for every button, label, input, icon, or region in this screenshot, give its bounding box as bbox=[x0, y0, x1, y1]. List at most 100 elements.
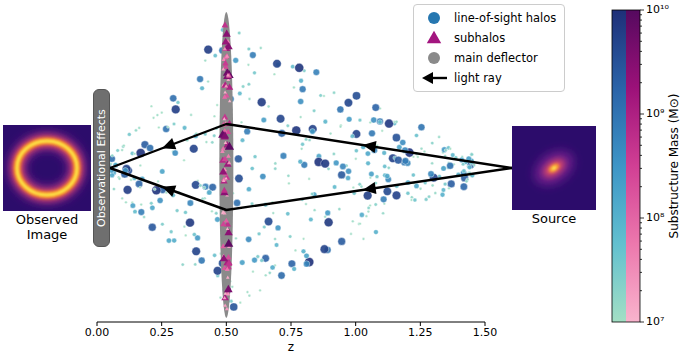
colorbar-tick bbox=[640, 114, 644, 115]
los-halo bbox=[130, 203, 135, 208]
los-halo bbox=[262, 225, 266, 229]
los-halo bbox=[385, 119, 394, 128]
los-halo bbox=[139, 164, 142, 167]
legend-box: line-of-sight halossubhalosmain deflecto… bbox=[413, 4, 565, 92]
los-halo bbox=[149, 201, 153, 205]
los-halo bbox=[134, 129, 137, 132]
subhalo bbox=[224, 141, 228, 144]
axis-tick bbox=[355, 322, 356, 326]
subhalo bbox=[223, 47, 227, 51]
legend-symbol bbox=[420, 70, 448, 86]
los-halo bbox=[244, 128, 251, 135]
legend-text: subhalos bbox=[454, 31, 505, 45]
los-halo bbox=[462, 169, 466, 173]
colorbar-tick bbox=[640, 249, 642, 250]
los-halo bbox=[375, 175, 379, 179]
los-halo bbox=[382, 212, 385, 215]
los-halo bbox=[427, 195, 430, 198]
los-halo bbox=[268, 271, 271, 274]
axis-tick bbox=[97, 322, 98, 326]
los-halo bbox=[441, 166, 446, 171]
los-halo bbox=[215, 217, 220, 222]
los-halo bbox=[160, 169, 165, 174]
colorbar-tick bbox=[640, 26, 642, 27]
los-halo bbox=[291, 64, 295, 68]
subhalo bbox=[224, 292, 227, 295]
los-halo bbox=[332, 185, 336, 189]
subhalo bbox=[223, 303, 227, 306]
subhalo bbox=[222, 81, 229, 87]
subhalo bbox=[225, 254, 231, 259]
los-halo bbox=[160, 111, 163, 114]
los-halo bbox=[350, 233, 353, 236]
box-label: Observational Effects bbox=[95, 109, 107, 227]
los-halo bbox=[198, 257, 205, 264]
los-halo bbox=[192, 247, 201, 256]
los-halo bbox=[351, 220, 354, 223]
los-halo bbox=[156, 114, 159, 117]
los-halo bbox=[419, 187, 422, 190]
legend-circle bbox=[428, 52, 440, 64]
los-halo bbox=[171, 105, 180, 114]
arrowhead bbox=[363, 141, 377, 153]
los-halo bbox=[383, 164, 387, 168]
los-halo bbox=[325, 210, 331, 216]
los-halo bbox=[410, 196, 413, 199]
los-halo bbox=[394, 156, 402, 164]
colorbar-tick bbox=[640, 145, 642, 146]
subhalo bbox=[226, 292, 230, 296]
einstein-ring bbox=[17, 141, 77, 195]
colorbar-tick-label: 10⁷ bbox=[646, 316, 664, 329]
los-halo bbox=[235, 174, 243, 182]
los-halo bbox=[381, 130, 384, 133]
colorbar-tick-label: 10⁸ bbox=[646, 212, 664, 225]
los-halo bbox=[374, 203, 377, 206]
colorbar-tick bbox=[640, 259, 642, 260]
los-halo bbox=[186, 218, 195, 227]
colorbar-tick bbox=[640, 33, 642, 34]
los-halo bbox=[288, 235, 291, 238]
axis-tick bbox=[226, 322, 227, 326]
los-halo bbox=[418, 124, 425, 131]
subhalo bbox=[221, 67, 225, 70]
los-halo bbox=[183, 225, 186, 228]
los-halo bbox=[299, 86, 306, 93]
los-halo bbox=[406, 191, 410, 195]
los-halo bbox=[260, 259, 264, 263]
los-halo bbox=[200, 86, 205, 91]
los-halo bbox=[189, 144, 198, 153]
los-halo bbox=[378, 120, 383, 125]
los-halo bbox=[133, 152, 136, 155]
source-galaxy bbox=[551, 165, 557, 170]
subhalo bbox=[223, 211, 227, 214]
los-halo bbox=[235, 237, 238, 240]
subhalo bbox=[220, 254, 228, 261]
los-halo bbox=[320, 245, 329, 254]
colorbar-tick bbox=[640, 228, 642, 229]
los-halo bbox=[431, 162, 434, 165]
los-halo bbox=[369, 171, 374, 176]
los-halo bbox=[424, 198, 428, 202]
los-halo bbox=[332, 152, 335, 155]
los-halo bbox=[172, 150, 178, 156]
subhalo bbox=[228, 99, 231, 102]
subhalo bbox=[223, 296, 227, 299]
los-halo bbox=[204, 59, 207, 62]
los-halo bbox=[127, 132, 131, 136]
los-halo bbox=[308, 138, 311, 141]
los-halo bbox=[111, 154, 114, 157]
los-halo bbox=[372, 104, 380, 112]
los-halo bbox=[431, 184, 434, 187]
subhalo bbox=[222, 156, 228, 161]
los-halo bbox=[264, 274, 267, 277]
tick-label: 1.25 bbox=[408, 327, 433, 340]
los-halo bbox=[286, 212, 290, 216]
los-halo bbox=[207, 190, 212, 195]
los-halo bbox=[253, 71, 257, 75]
los-halo bbox=[376, 118, 383, 125]
subhalo bbox=[223, 30, 231, 37]
los-halo bbox=[274, 243, 279, 248]
los-halo bbox=[267, 105, 270, 108]
subhalo bbox=[224, 218, 230, 223]
los-halo bbox=[443, 182, 447, 186]
